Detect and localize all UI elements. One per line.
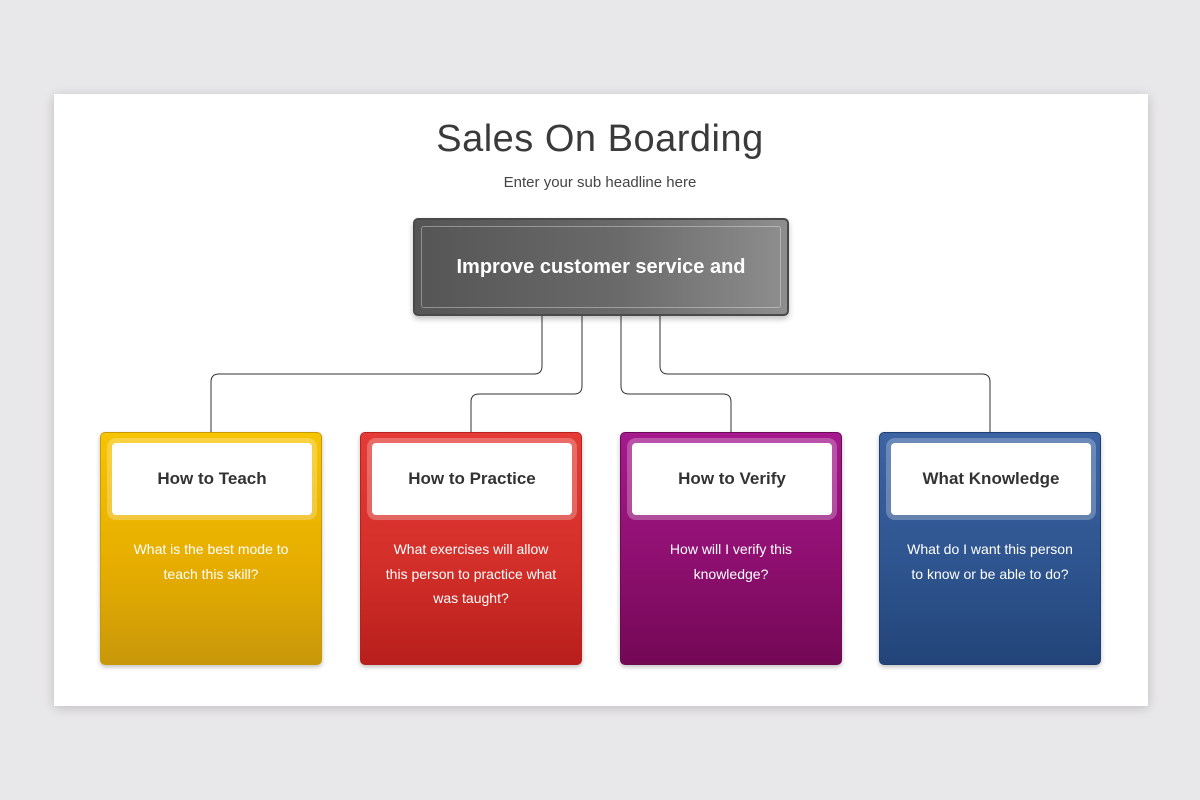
card-heading: How to Practice bbox=[372, 443, 572, 515]
card-how-to-teach: How to Teach What is the best mode to te… bbox=[100, 432, 322, 665]
page-title: Sales On Boarding bbox=[436, 118, 764, 160]
connector-what-knowledge bbox=[659, 316, 991, 432]
card-description: What do I want this person to know or be… bbox=[907, 541, 1073, 582]
connector-how-to-teach bbox=[210, 316, 543, 432]
root-goal-label: Improve customer service and bbox=[421, 226, 781, 308]
page-subtitle: Enter your sub headline here bbox=[503, 174, 697, 191]
card-how-to-verify: How to Verify How will I verify this kno… bbox=[620, 432, 842, 665]
card-description: How will I verify this knowledge? bbox=[669, 541, 793, 582]
root-goal-box: Improve customer service and bbox=[413, 218, 789, 316]
card-description: What is the best mode to teach this skil… bbox=[133, 541, 289, 582]
connector-how-to-verify bbox=[620, 316, 732, 432]
card-heading: What Knowledge bbox=[891, 443, 1091, 515]
card-what-knowledge: What Knowledge What do I want this perso… bbox=[879, 432, 1101, 665]
card-description: What exercises will allow this person to… bbox=[385, 541, 557, 606]
card-heading: How to Teach bbox=[112, 443, 312, 515]
card-heading: How to Verify bbox=[632, 443, 832, 515]
card-how-to-practice: How to Practice What exercises will allo… bbox=[360, 432, 582, 665]
connector-how-to-practice bbox=[470, 316, 583, 432]
